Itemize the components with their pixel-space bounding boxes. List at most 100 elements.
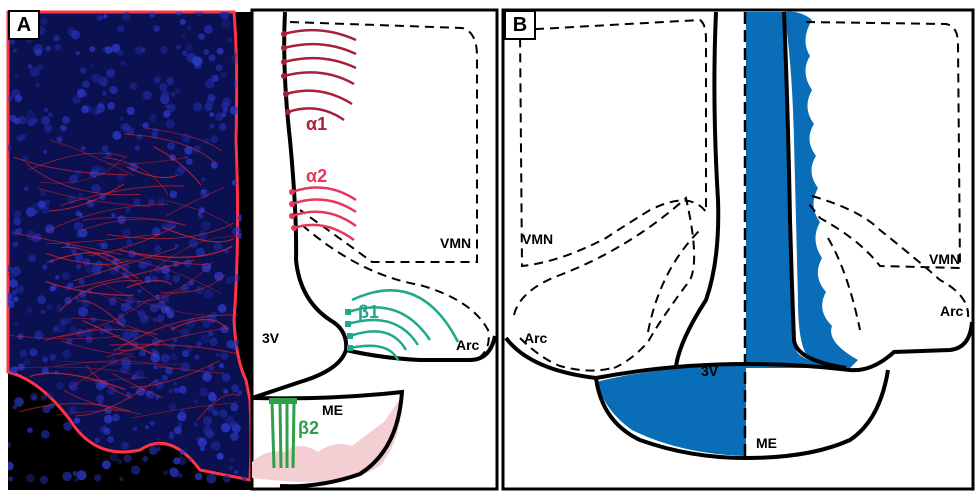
nucleus — [41, 309, 46, 314]
nucleus — [152, 276, 159, 283]
nucleus — [174, 244, 178, 248]
nucleus — [5, 145, 12, 152]
nucleus — [178, 422, 182, 426]
nucleus — [142, 456, 148, 462]
nucleus — [161, 46, 168, 53]
nucleus — [117, 215, 126, 224]
nucleus — [7, 300, 15, 308]
nucleus — [46, 303, 53, 310]
nucleus — [222, 19, 231, 28]
nucleus — [196, 341, 201, 346]
nucleus — [48, 112, 53, 117]
nucleus — [143, 91, 152, 100]
nucleus — [176, 45, 181, 50]
nucleus — [34, 48, 42, 56]
nucleus — [110, 453, 119, 462]
nucleus — [231, 384, 239, 392]
nucleus — [101, 242, 108, 249]
nucleus — [86, 336, 93, 343]
alpha1-soma — [281, 45, 287, 51]
beta2-fiber — [272, 402, 274, 468]
nucleus — [193, 422, 198, 427]
nucleus — [162, 375, 168, 381]
label-me-a: ME — [322, 402, 343, 418]
nucleus — [198, 33, 205, 40]
nucleus — [82, 147, 86, 151]
nucleus — [124, 454, 132, 462]
nucleus — [13, 48, 18, 53]
nucleus — [55, 275, 59, 279]
nucleus — [149, 446, 158, 455]
nucleus — [4, 293, 12, 301]
nucleus — [122, 228, 131, 237]
nucleus — [97, 15, 103, 21]
nucleus — [30, 348, 38, 356]
nucleus — [97, 242, 102, 247]
nucleus — [107, 102, 115, 110]
nucleus — [17, 363, 25, 371]
nucleus — [216, 353, 220, 357]
beta2-label: β2 — [298, 418, 319, 438]
nucleus — [55, 44, 62, 51]
alpha1-soma — [281, 31, 287, 37]
label-vmn-b-left: VMN — [522, 231, 553, 247]
nucleus — [168, 389, 173, 394]
nucleus — [119, 477, 123, 481]
nucleus — [201, 177, 206, 182]
panel-b-tag: B — [504, 10, 536, 40]
nucleus — [226, 340, 234, 348]
nucleus — [157, 447, 161, 451]
nucleus — [45, 46, 51, 52]
alpha1-soma — [283, 91, 289, 97]
nucleus — [35, 83, 39, 87]
nucleus — [204, 289, 214, 299]
nucleus — [15, 95, 22, 102]
nucleus — [13, 218, 21, 226]
nucleus — [117, 25, 125, 33]
nucleus — [111, 213, 115, 217]
nucleus — [195, 8, 203, 16]
label-arc-b-right: Arc — [940, 303, 964, 319]
nucleus — [92, 107, 100, 115]
nucleus — [222, 98, 231, 107]
nucleus — [161, 354, 170, 363]
nucleus — [126, 239, 132, 245]
nucleus — [219, 123, 227, 131]
nucleus — [80, 67, 86, 73]
nucleus — [169, 467, 178, 476]
nucleus — [169, 434, 175, 440]
micrograph — [4, 8, 252, 490]
nucleus — [102, 460, 111, 469]
nucleus — [5, 442, 11, 448]
nucleus — [154, 76, 161, 83]
nucleus — [14, 397, 24, 407]
nucleus — [133, 427, 138, 432]
nucleus — [126, 208, 131, 213]
nucleus — [211, 441, 221, 451]
nucleus — [43, 150, 47, 154]
nucleus — [214, 242, 223, 251]
nucleus — [203, 320, 211, 328]
nucleus — [122, 12, 131, 21]
nucleus — [166, 119, 175, 128]
beta2-fiber — [280, 402, 281, 468]
nucleus — [204, 25, 213, 34]
nucleus — [201, 334, 210, 343]
nucleus — [210, 392, 215, 397]
nucleus — [103, 14, 107, 18]
nucleus — [95, 438, 101, 444]
nucleus — [200, 446, 205, 451]
nucleus — [230, 421, 239, 430]
nucleus — [79, 306, 83, 310]
nucleus — [85, 265, 94, 274]
nucleus — [232, 180, 237, 185]
nucleus — [53, 35, 59, 41]
nucleus — [203, 416, 213, 426]
nucleus — [31, 203, 41, 213]
nucleus — [193, 102, 202, 111]
nucleus — [209, 338, 217, 346]
nucleus — [102, 91, 107, 96]
beta1-soma — [345, 321, 351, 327]
nucleus — [219, 410, 227, 418]
